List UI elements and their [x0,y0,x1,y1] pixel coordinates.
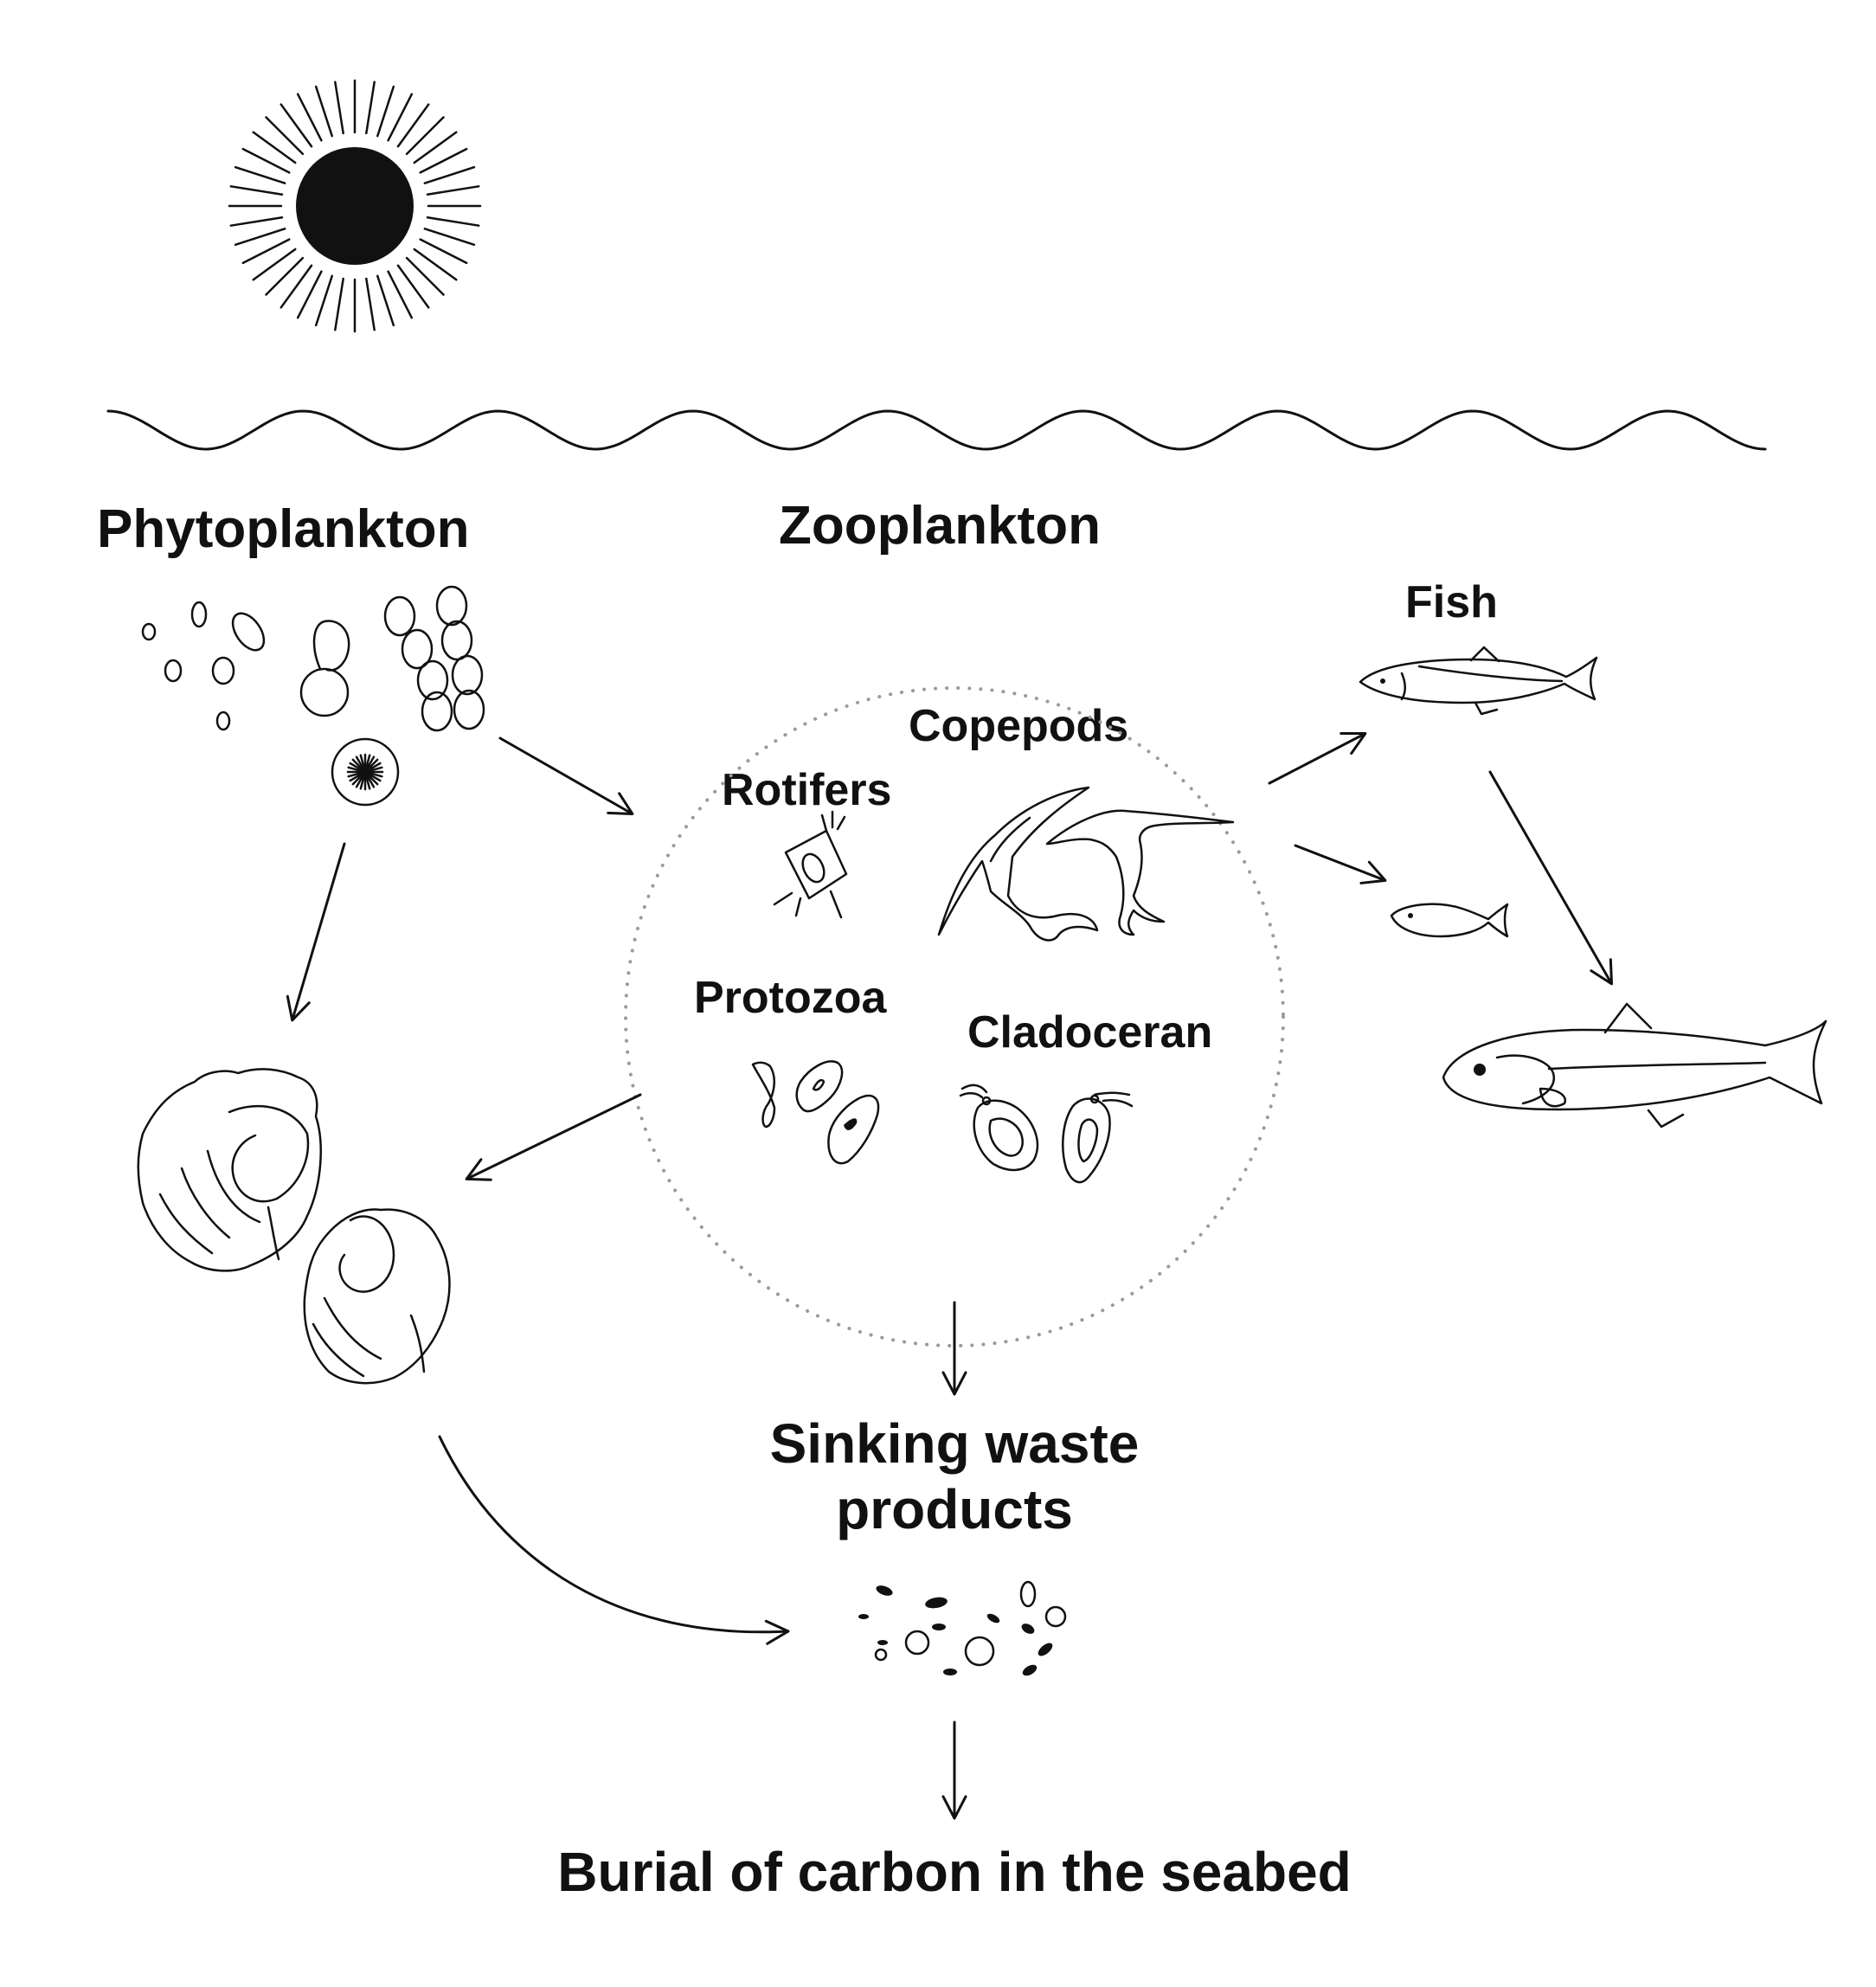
sun-ray [365,277,376,331]
sun-ray [387,93,414,142]
sun-ray [396,264,430,309]
sun-ray [334,277,344,331]
sun-ray [279,264,313,309]
sun-ray [296,270,323,319]
sun-ray [419,238,468,265]
diatom-spoke [347,766,383,778]
sun-ray [234,228,286,247]
arrow-zoo-to-fish-tiny [1294,844,1387,884]
sun-ray [396,103,430,148]
protozoa-icon [751,1060,880,1165]
sun-ray [426,216,480,227]
oyster-icon [137,1068,451,1385]
sun-ray [234,165,286,184]
sun-ray [265,256,305,296]
sun-ray [229,185,284,196]
sun-ray [296,93,323,142]
arrow-oysters-to-waste [438,1435,790,1645]
sun-ray [387,270,414,319]
flow-arrows [286,731,1613,1820]
zooplankton-label: Zooplankton [779,496,1101,556]
sun-ray [314,274,333,327]
sun-ray [376,85,395,138]
burial-label: Burial of carbon in the seabed [557,1841,1352,1903]
sinking-waste-label-line1: Sinking waste [770,1412,1140,1475]
sun-ray [405,116,445,156]
copepods-label: Copepods [909,701,1128,751]
sun-ray [413,248,458,281]
sun-ray [279,103,313,148]
sun-ray [241,238,291,265]
fish-large-icon [1442,1002,1828,1129]
waste-particles-icon [858,1580,1067,1676]
sun-ray [229,216,284,227]
water-surface-wave [106,409,1767,451]
copepods-icon [937,786,1235,942]
arrow-fish-to-large-fish [1488,770,1613,986]
sun-ray [252,248,297,281]
sun-ray [423,165,476,184]
arrow-zoo-to-oysters [465,1093,642,1181]
cladoceran-icon [959,1084,1134,1184]
sun-ray [413,131,458,164]
arrow-phyto-to-oysters [286,842,346,1022]
phytoplankton-label: Phytoplankton [97,499,470,559]
sun-ray [314,85,333,138]
sun-ray [334,80,344,135]
sun-ray [423,228,476,247]
fish-small-icon [1359,646,1598,716]
sun-ray [426,185,480,196]
protozoa-label: Protozoa [694,973,888,1023]
sun-ray [265,116,305,156]
sun-ray [252,131,297,164]
rotifers-label: Rotifers [722,765,891,815]
zooplankton-group-circle [624,686,1285,1347]
sun-ray [376,274,395,327]
rotifer-icon [773,810,848,919]
fish-label: Fish [1405,577,1498,627]
fish-tiny-icon [1390,903,1509,938]
cladoceran-label: Cladoceran [967,1007,1212,1058]
arrow-phyto-to-zoo [498,736,634,815]
arrow-zoo-to-fish-small [1268,731,1367,785]
sun-icon [228,79,482,333]
sun-ray [241,147,291,174]
sinking-waste-label-line2: products [836,1478,1073,1540]
phytoplankton-icon [141,585,485,807]
sun-ray [419,147,468,174]
sun-ray [405,256,445,296]
sun-ray [365,80,376,135]
